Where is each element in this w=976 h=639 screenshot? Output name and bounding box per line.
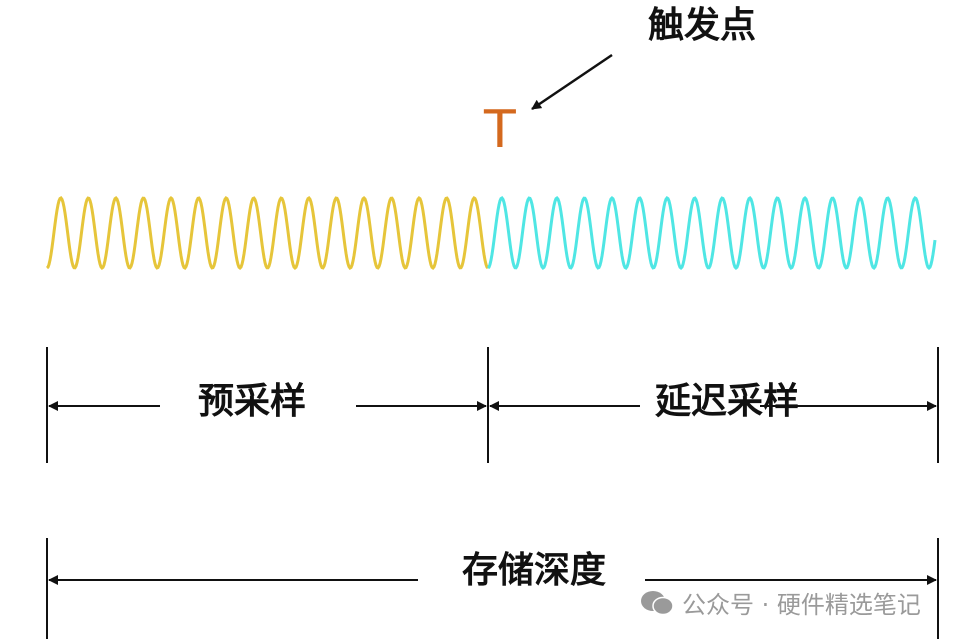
wechat-icon [640,590,674,616]
storage-depth-label: 存储深度 [462,550,607,591]
trigger-marker: T [484,100,516,160]
watermark-text: 公众号 · 硬件精选笔记 [682,591,921,619]
pre-trigger-waveform [45,195,490,271]
delayed-sampling-label: 延迟采样 [655,381,800,422]
trigger-point-label: 触发点 [648,5,757,46]
trigger-pointer-arrow [531,53,613,111]
pre-sampling-label: 预采样 [198,381,307,422]
watermark: 公众号 · 硬件精选笔记 [640,585,921,620]
post-trigger-waveform [486,195,937,271]
